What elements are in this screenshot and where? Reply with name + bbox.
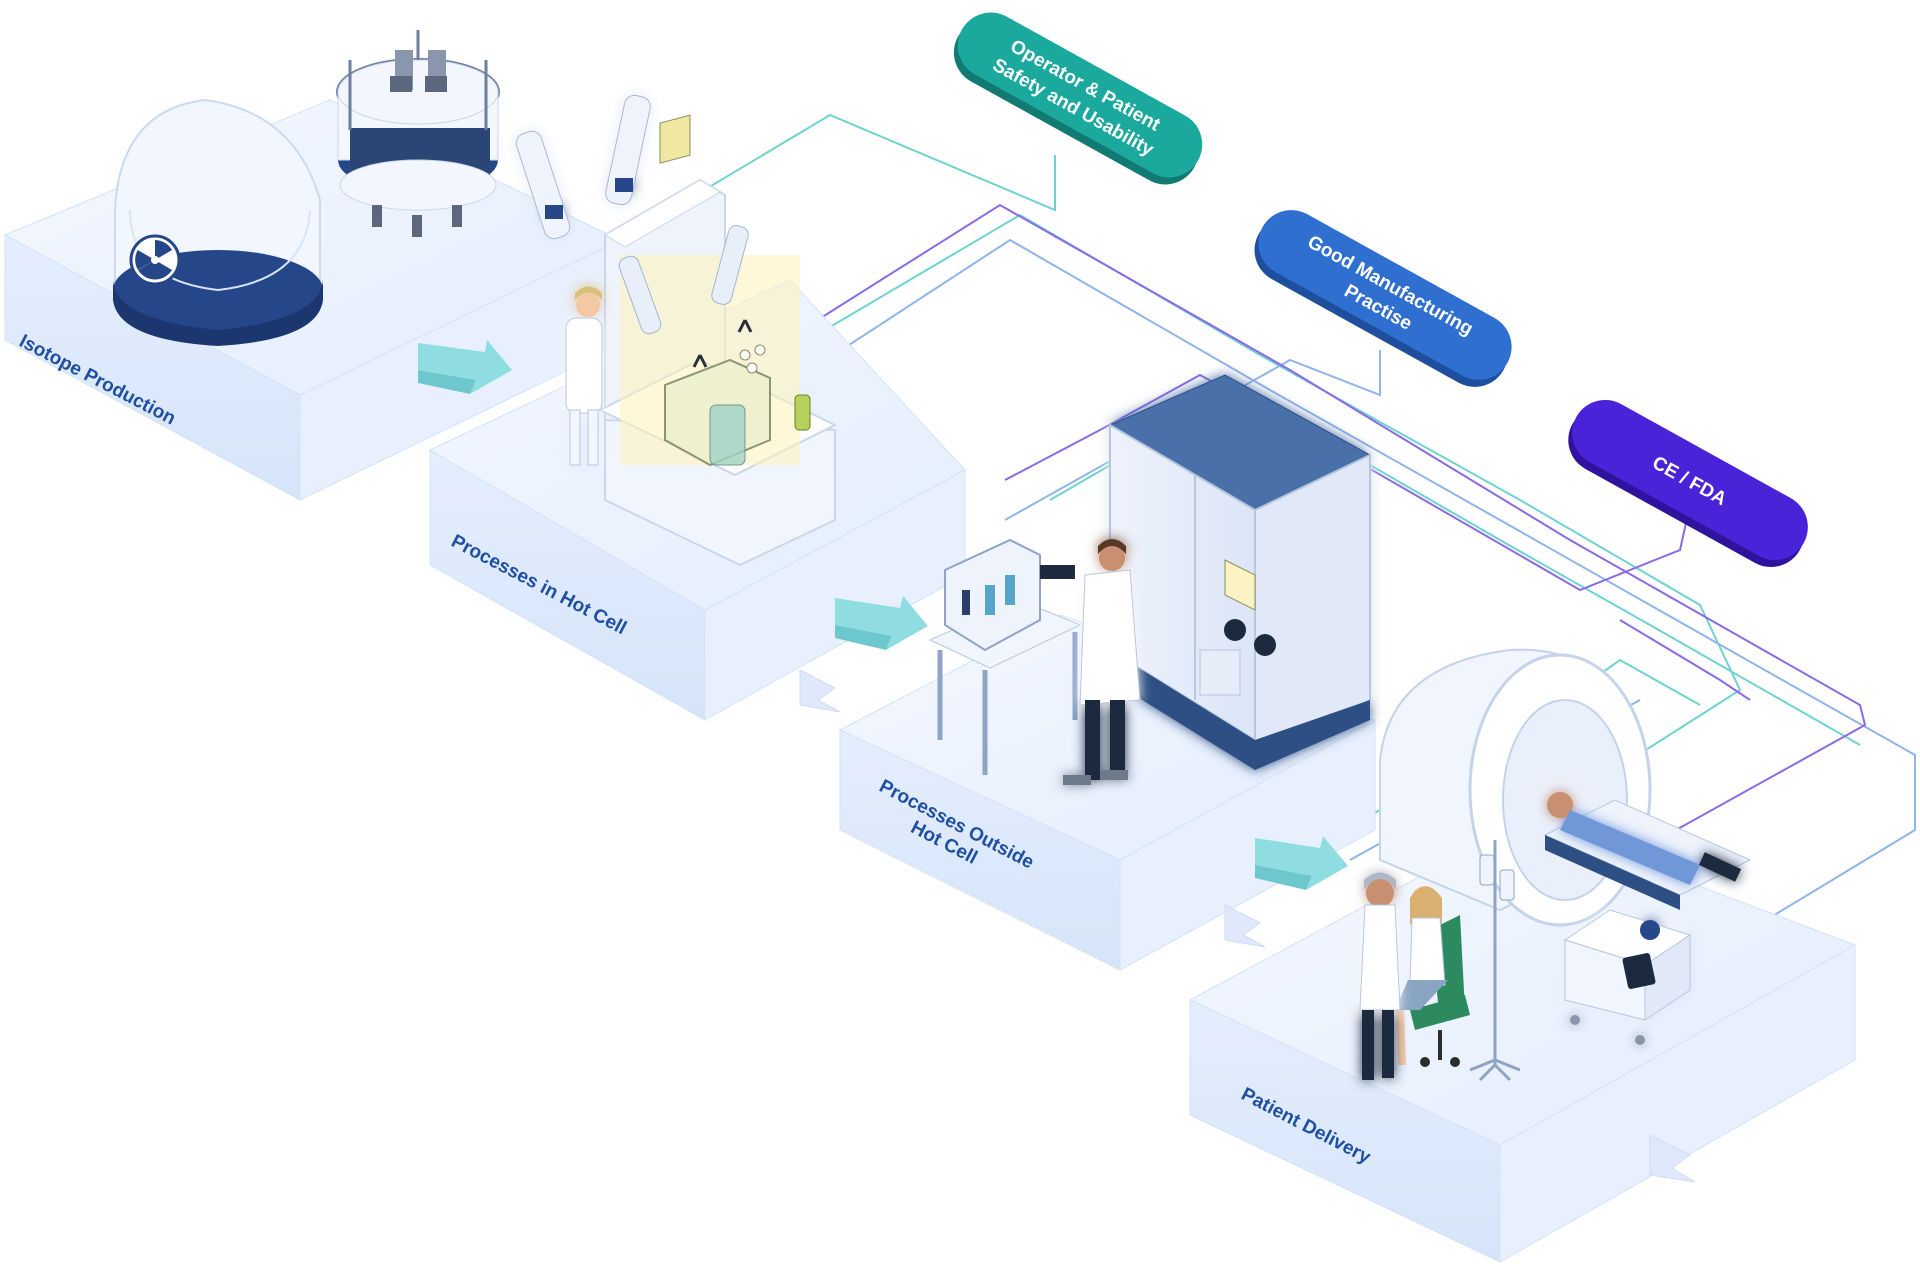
platform-notches bbox=[799, 669, 1696, 1183]
radiation-icon bbox=[129, 234, 181, 286]
cyclotron-icon bbox=[336, 30, 500, 237]
pill-ce-fda: CE / FDA bbox=[1568, 399, 1808, 568]
robot-arm-icon bbox=[618, 225, 753, 368]
infusion-cart-icon bbox=[1563, 909, 1692, 1045]
nurse-icon bbox=[1359, 872, 1401, 1080]
pill-operator-patient-safety: Operator & Patient Safety and Usability bbox=[953, 12, 1203, 185]
clean-room-cabinet-icon bbox=[1108, 374, 1372, 770]
synthesis-module-icon bbox=[664, 344, 811, 467]
patient-icon bbox=[1547, 792, 1742, 885]
flow-arrow-2 bbox=[835, 596, 928, 650]
robot-arms-top bbox=[515, 94, 651, 240]
flow-arrow-1 bbox=[418, 340, 512, 394]
flow-arrow-3 bbox=[1255, 836, 1348, 890]
hot-cell-icon bbox=[515, 94, 838, 567]
iv-stand-icon bbox=[1469, 840, 1521, 1082]
patient-bed-icon bbox=[1543, 792, 1752, 910]
lab-bench-icon bbox=[928, 538, 1082, 775]
patient-chair-icon bbox=[1395, 886, 1470, 1067]
flow-arrows bbox=[418, 340, 1348, 890]
platform-patient-delivery bbox=[1188, 819, 1857, 1263]
scientist-icon bbox=[565, 286, 603, 466]
radiation-container bbox=[113, 98, 323, 346]
scientist-icon-2 bbox=[1063, 539, 1141, 785]
